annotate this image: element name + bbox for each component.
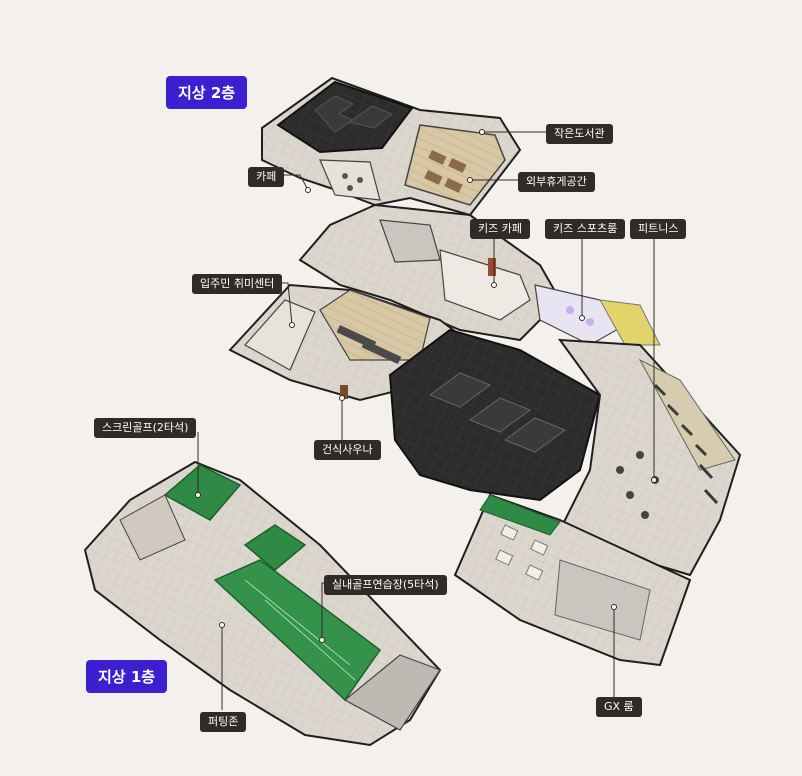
lobby-first (119, 494, 186, 561)
label-hobby-center: 입주민 취미센터 (192, 274, 283, 294)
fitness-block (557, 338, 742, 577)
gx-floor (554, 559, 651, 641)
floor-badge-1f: 지상 1층 (86, 660, 168, 693)
screen-golf-room (163, 464, 242, 521)
label-small-library: 작은도서관 (546, 124, 613, 144)
hobby-room-left (244, 299, 316, 371)
label-indoor-golf: 실내골프연습장(5타석) (324, 575, 447, 595)
indoor-golf-range (213, 559, 382, 702)
label-outdoor-lounge: 외부휴게공간 (518, 172, 595, 192)
label-screen-golf: 스크린골프(2타석) (94, 418, 197, 438)
label-putting-zone: 퍼팅존 (200, 712, 247, 732)
first-floor-block (83, 460, 442, 747)
label-dry-sauna: 건식사우나 (314, 440, 381, 460)
screen-golf-room-2 (243, 524, 307, 571)
restroom-block (379, 219, 441, 263)
label-cafe: 카페 (248, 167, 285, 187)
hobby-room-main (319, 289, 431, 361)
label-fitness: 피트니스 (630, 219, 687, 239)
cafe-room (319, 159, 381, 201)
second-floor-upper (261, 76, 522, 217)
gx-room-block (453, 493, 692, 667)
kids-sports-room (534, 284, 626, 346)
kids-cafe-room (439, 249, 531, 321)
leader-dots (195, 129, 657, 643)
label-kids-sports-room: 키즈 스포츠룸 (545, 219, 626, 239)
dark-hall (388, 328, 602, 502)
restroom-first (343, 654, 441, 731)
floor-badge-2f: 지상 2층 (166, 76, 248, 109)
label-kids-cafe: 키즈 카페 (470, 219, 530, 239)
label-gx-room: GX 룸 (596, 697, 642, 717)
